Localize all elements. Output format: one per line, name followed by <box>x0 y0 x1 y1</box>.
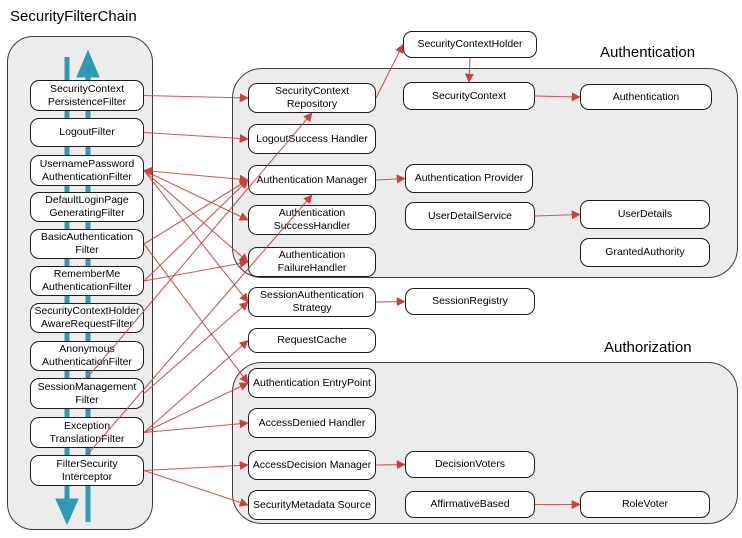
node-label: UserDetails <box>617 208 673 221</box>
node-scpf: SecurityContext PersistenceFilter <box>30 80 144 111</box>
node-label: LogoutFilter <box>59 126 115 139</box>
edge-smf-to-sas <box>143 301 249 394</box>
node-label: SecurityContextHolder <box>417 38 523 51</box>
node-label: RoleVoter <box>621 498 669 511</box>
node-rmaf: RememberMe AuthenticationFilter <box>30 266 144 296</box>
node-rv: RoleVoter <box>580 491 710 518</box>
authentication-group-title: Authentication <box>600 44 696 61</box>
node-label: SessionRegistry <box>432 295 508 308</box>
node-label: AffirmativeBased <box>430 498 510 511</box>
node-label: SessionManagement Filter <box>37 380 137 406</box>
node-uds: UserDetailService <box>405 202 535 230</box>
node-scr: SecurityContext Repository <box>248 83 376 113</box>
node-label: AccessDecision Manager <box>252 458 372 471</box>
node-sc: SecurityContext <box>403 82 535 110</box>
node-label: SessionAuthentication Strategy <box>260 289 364 314</box>
edge-rmaf-to-afh <box>143 259 249 282</box>
node-dlpgf: DefaultLoginPage GeneratingFilter <box>30 192 144 222</box>
node-scharf: SecurityContextHolder AwareRequestFilter <box>30 303 144 333</box>
node-label: RequestCache <box>277 334 347 347</box>
node-ab: AffirmativeBased <box>405 491 535 518</box>
node-lsh: LogoutSuccess Handler <box>248 124 376 154</box>
node-am: Authentication Manager <box>248 165 376 195</box>
node-ash: Authentication SuccessHandler <box>248 205 376 235</box>
filter-chain-title: SecurityFilterChain <box>10 8 137 25</box>
node-label: UserDetailService <box>427 209 513 222</box>
node-label: BasicAuthentication Filter <box>40 231 134 256</box>
node-label: Anonymous AuthenticationFilter <box>42 343 132 368</box>
node-label: SecurityContextHolder AwareRequestFilter <box>34 305 140 330</box>
node-adh: AccessDenied Handler <box>248 408 376 438</box>
node-rc: RequestCache <box>248 328 376 353</box>
node-label: Exception TranslationFilter <box>49 419 125 445</box>
node-label: SecurityContext <box>431 89 507 102</box>
node-fsi: FilterSecurity Interceptor <box>30 455 144 486</box>
node-afh: Authentication FailureHandler <box>248 247 376 277</box>
node-label: DecisionVoters <box>434 458 506 471</box>
node-ga: GrantedAuthority <box>580 238 710 267</box>
authorization-group-title: Authorization <box>604 339 692 356</box>
node-dv: DecisionVoters <box>405 451 535 478</box>
node-sreg: SessionRegistry <box>405 288 535 315</box>
node-label: Authentication Provider <box>414 172 524 185</box>
node-label: RememberMe AuthenticationFilter <box>42 268 132 293</box>
node-label: AccessDenied Handler <box>258 416 366 429</box>
node-label: GrantedAuthority <box>605 246 685 259</box>
node-label: SecurityContext PersistenceFilter <box>47 82 127 108</box>
node-ap: Authentication Provider <box>405 164 533 193</box>
node-label: LogoutSuccess Handler <box>256 132 368 145</box>
node-ud: UserDetails <box>580 200 710 229</box>
node-label: UsernamePassword AuthenticationFilter <box>39 157 135 183</box>
node-sas: SessionAuthentication Strategy <box>248 287 376 317</box>
node-aaf: Anonymous AuthenticationFilter <box>30 341 144 371</box>
node-label: Authentication <box>612 90 680 103</box>
node-logout: LogoutFilter <box>30 118 144 147</box>
node-baf: BasicAuthentication Filter <box>30 229 144 259</box>
node-label: Authentication EntryPoint <box>253 376 371 389</box>
node-upaf: UsernamePassword AuthenticationFilter <box>30 155 144 186</box>
node-label: SecurityContext Repository <box>274 85 350 110</box>
node-smf: SessionManagement Filter <box>30 378 144 409</box>
node-label: Authentication FailureHandler <box>277 249 347 274</box>
node-authn: Authentication <box>580 84 712 110</box>
node-adm: AccessDecision Manager <box>248 450 376 480</box>
edge-sas-to-sreg <box>375 297 406 307</box>
edge-baf-to-aep <box>143 243 249 384</box>
node-label: Authentication SuccessHandler <box>273 207 351 232</box>
node-label: SecurityMetadata Source <box>253 498 371 511</box>
node-label: DefaultLoginPage GeneratingFilter <box>45 194 129 219</box>
node-sch: SecurityContextHolder <box>403 31 537 58</box>
node-etf: Exception TranslationFilter <box>30 417 144 448</box>
node-label: Authentication Manager <box>256 173 368 186</box>
node-sms: SecurityMetadata Source <box>248 490 376 520</box>
node-aep: Authentication EntryPoint <box>248 368 376 398</box>
node-label: FilterSecurity Interceptor <box>56 457 118 483</box>
